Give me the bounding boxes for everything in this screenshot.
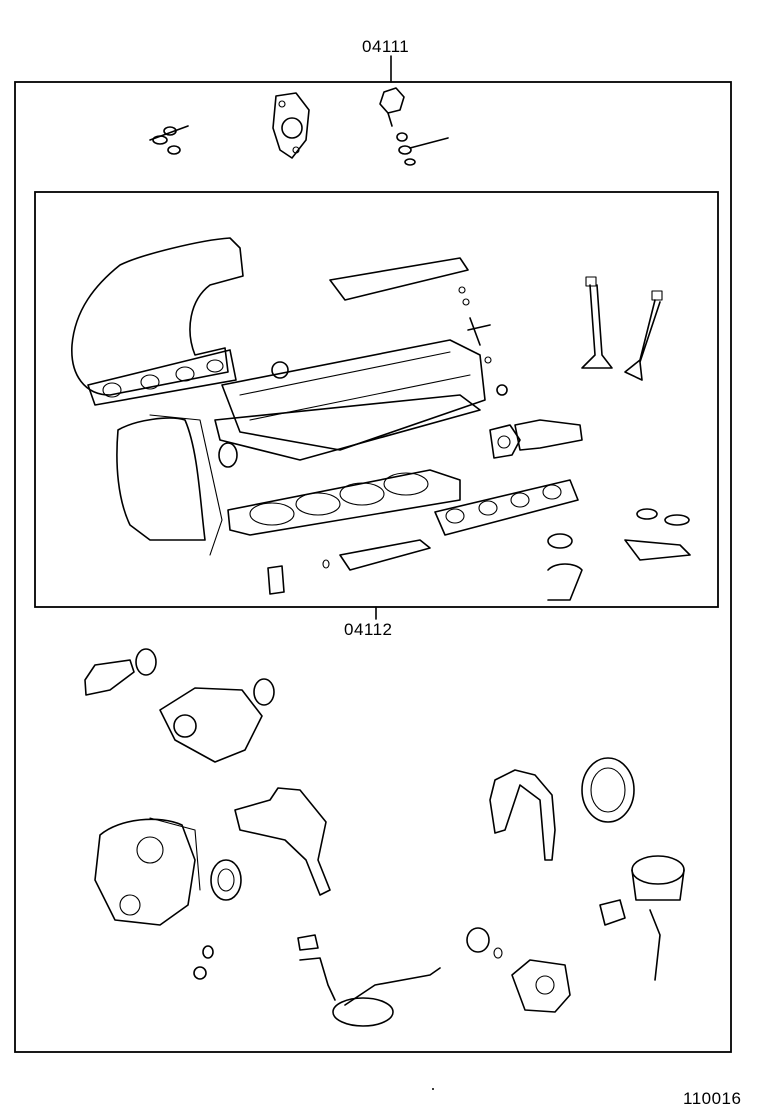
sensor-fitting (379, 87, 449, 166)
figure-number: 110016 (683, 1089, 742, 1108)
part-number-04112: 04112 (344, 620, 393, 639)
timing-belt-cover (94, 817, 201, 926)
oil-pipe-and-small-gasket (267, 539, 431, 595)
outer-kit-frame (14, 81, 732, 1053)
crankshaft-seal-front (210, 859, 242, 901)
exhaust-manifold-gasket (434, 479, 579, 536)
valves (581, 276, 663, 381)
water-outlet (84, 648, 157, 696)
pcv-component (511, 959, 571, 1013)
timing-cover (116, 414, 238, 556)
intake-manifold (71, 237, 244, 406)
thermostat-gasket (272, 92, 310, 159)
rear-seal-retainer-gasket (489, 769, 556, 861)
egr-valve (599, 855, 685, 981)
fuel-rail-injectors (329, 257, 492, 364)
water-pump (159, 678, 275, 763)
head-gasket (227, 469, 461, 536)
egr-gaskets (489, 384, 583, 459)
oil-strainer (297, 934, 441, 1027)
oil-pump-gasket (234, 787, 331, 896)
valve-cover-assembly (214, 339, 486, 461)
small-seal-rings (193, 927, 503, 980)
exhaust-pipe-gaskets (547, 508, 691, 601)
crankshaft-seal-rear (581, 757, 635, 823)
part-number-04111: 04111 (362, 37, 410, 56)
inner-kit-frame (34, 191, 719, 608)
small-fittings-left (149, 125, 189, 155)
